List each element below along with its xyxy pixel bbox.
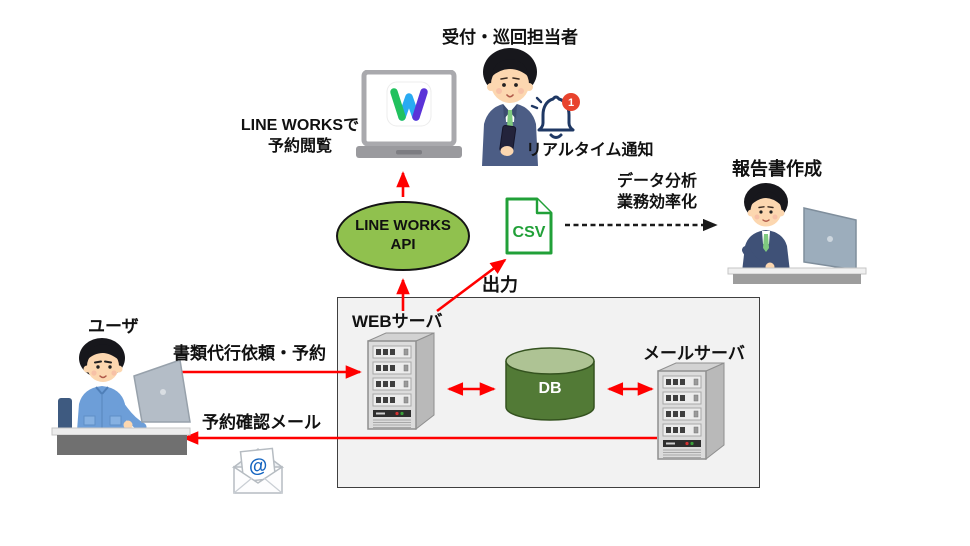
badge-count: 1 xyxy=(568,97,574,109)
led-panel xyxy=(663,440,701,447)
drive-bays xyxy=(662,375,702,437)
realtime-label: リアルタイム通知 xyxy=(526,142,654,159)
reporter-person-illustration xyxy=(727,183,867,284)
letter: @ xyxy=(239,447,277,483)
chair xyxy=(58,398,72,434)
bell-clapper xyxy=(549,133,563,139)
staff-person-illustration xyxy=(482,48,538,166)
user-label: ユーザ xyxy=(88,317,139,336)
vents xyxy=(663,449,701,458)
email-envelope-icon: @ xyxy=(231,447,285,494)
reporter-desk-top xyxy=(727,267,867,275)
reporter-desk-front xyxy=(733,274,861,284)
mail-server-tower-icon xyxy=(657,362,725,461)
bell-body xyxy=(537,95,575,132)
output-label: 出力 xyxy=(482,275,518,295)
mail-server-label: メールサーバ xyxy=(643,344,745,363)
lineworks-laptop-icon xyxy=(356,70,462,158)
lineworks-view-label: LINE WORKSで 予約閲覧 xyxy=(240,117,360,155)
reporter-tie xyxy=(763,234,769,252)
user-person-illustration xyxy=(51,338,191,455)
bell-notification-icon: 1 xyxy=(530,93,580,139)
analysis-label: データ分析 業務効率化 xyxy=(616,173,697,211)
notification-badge xyxy=(562,93,580,111)
led-panel xyxy=(373,410,411,417)
csv-file-icon: CSV xyxy=(505,197,553,255)
database-icon: DB xyxy=(505,347,595,421)
lineworks-api-node: LINE WORKS API xyxy=(336,201,470,271)
drive-bays xyxy=(372,345,412,407)
user-desk-front xyxy=(57,435,187,455)
csv-label: CSV xyxy=(513,224,546,241)
reporter-label: 報告書作成 xyxy=(732,159,822,179)
web-server-label: WEBサーバ xyxy=(352,312,443,331)
confirm-mail-label: 予約確認メール xyxy=(202,413,321,432)
vents xyxy=(373,419,411,428)
request-label: 書類代行依頼・予約 xyxy=(173,344,326,363)
db-label: DB xyxy=(538,380,561,397)
staff-label: 受付・巡回担当者 xyxy=(442,28,578,47)
at-symbol: @ xyxy=(248,455,269,478)
user-desk-top xyxy=(51,427,191,436)
web-server-tower-icon xyxy=(367,332,435,431)
